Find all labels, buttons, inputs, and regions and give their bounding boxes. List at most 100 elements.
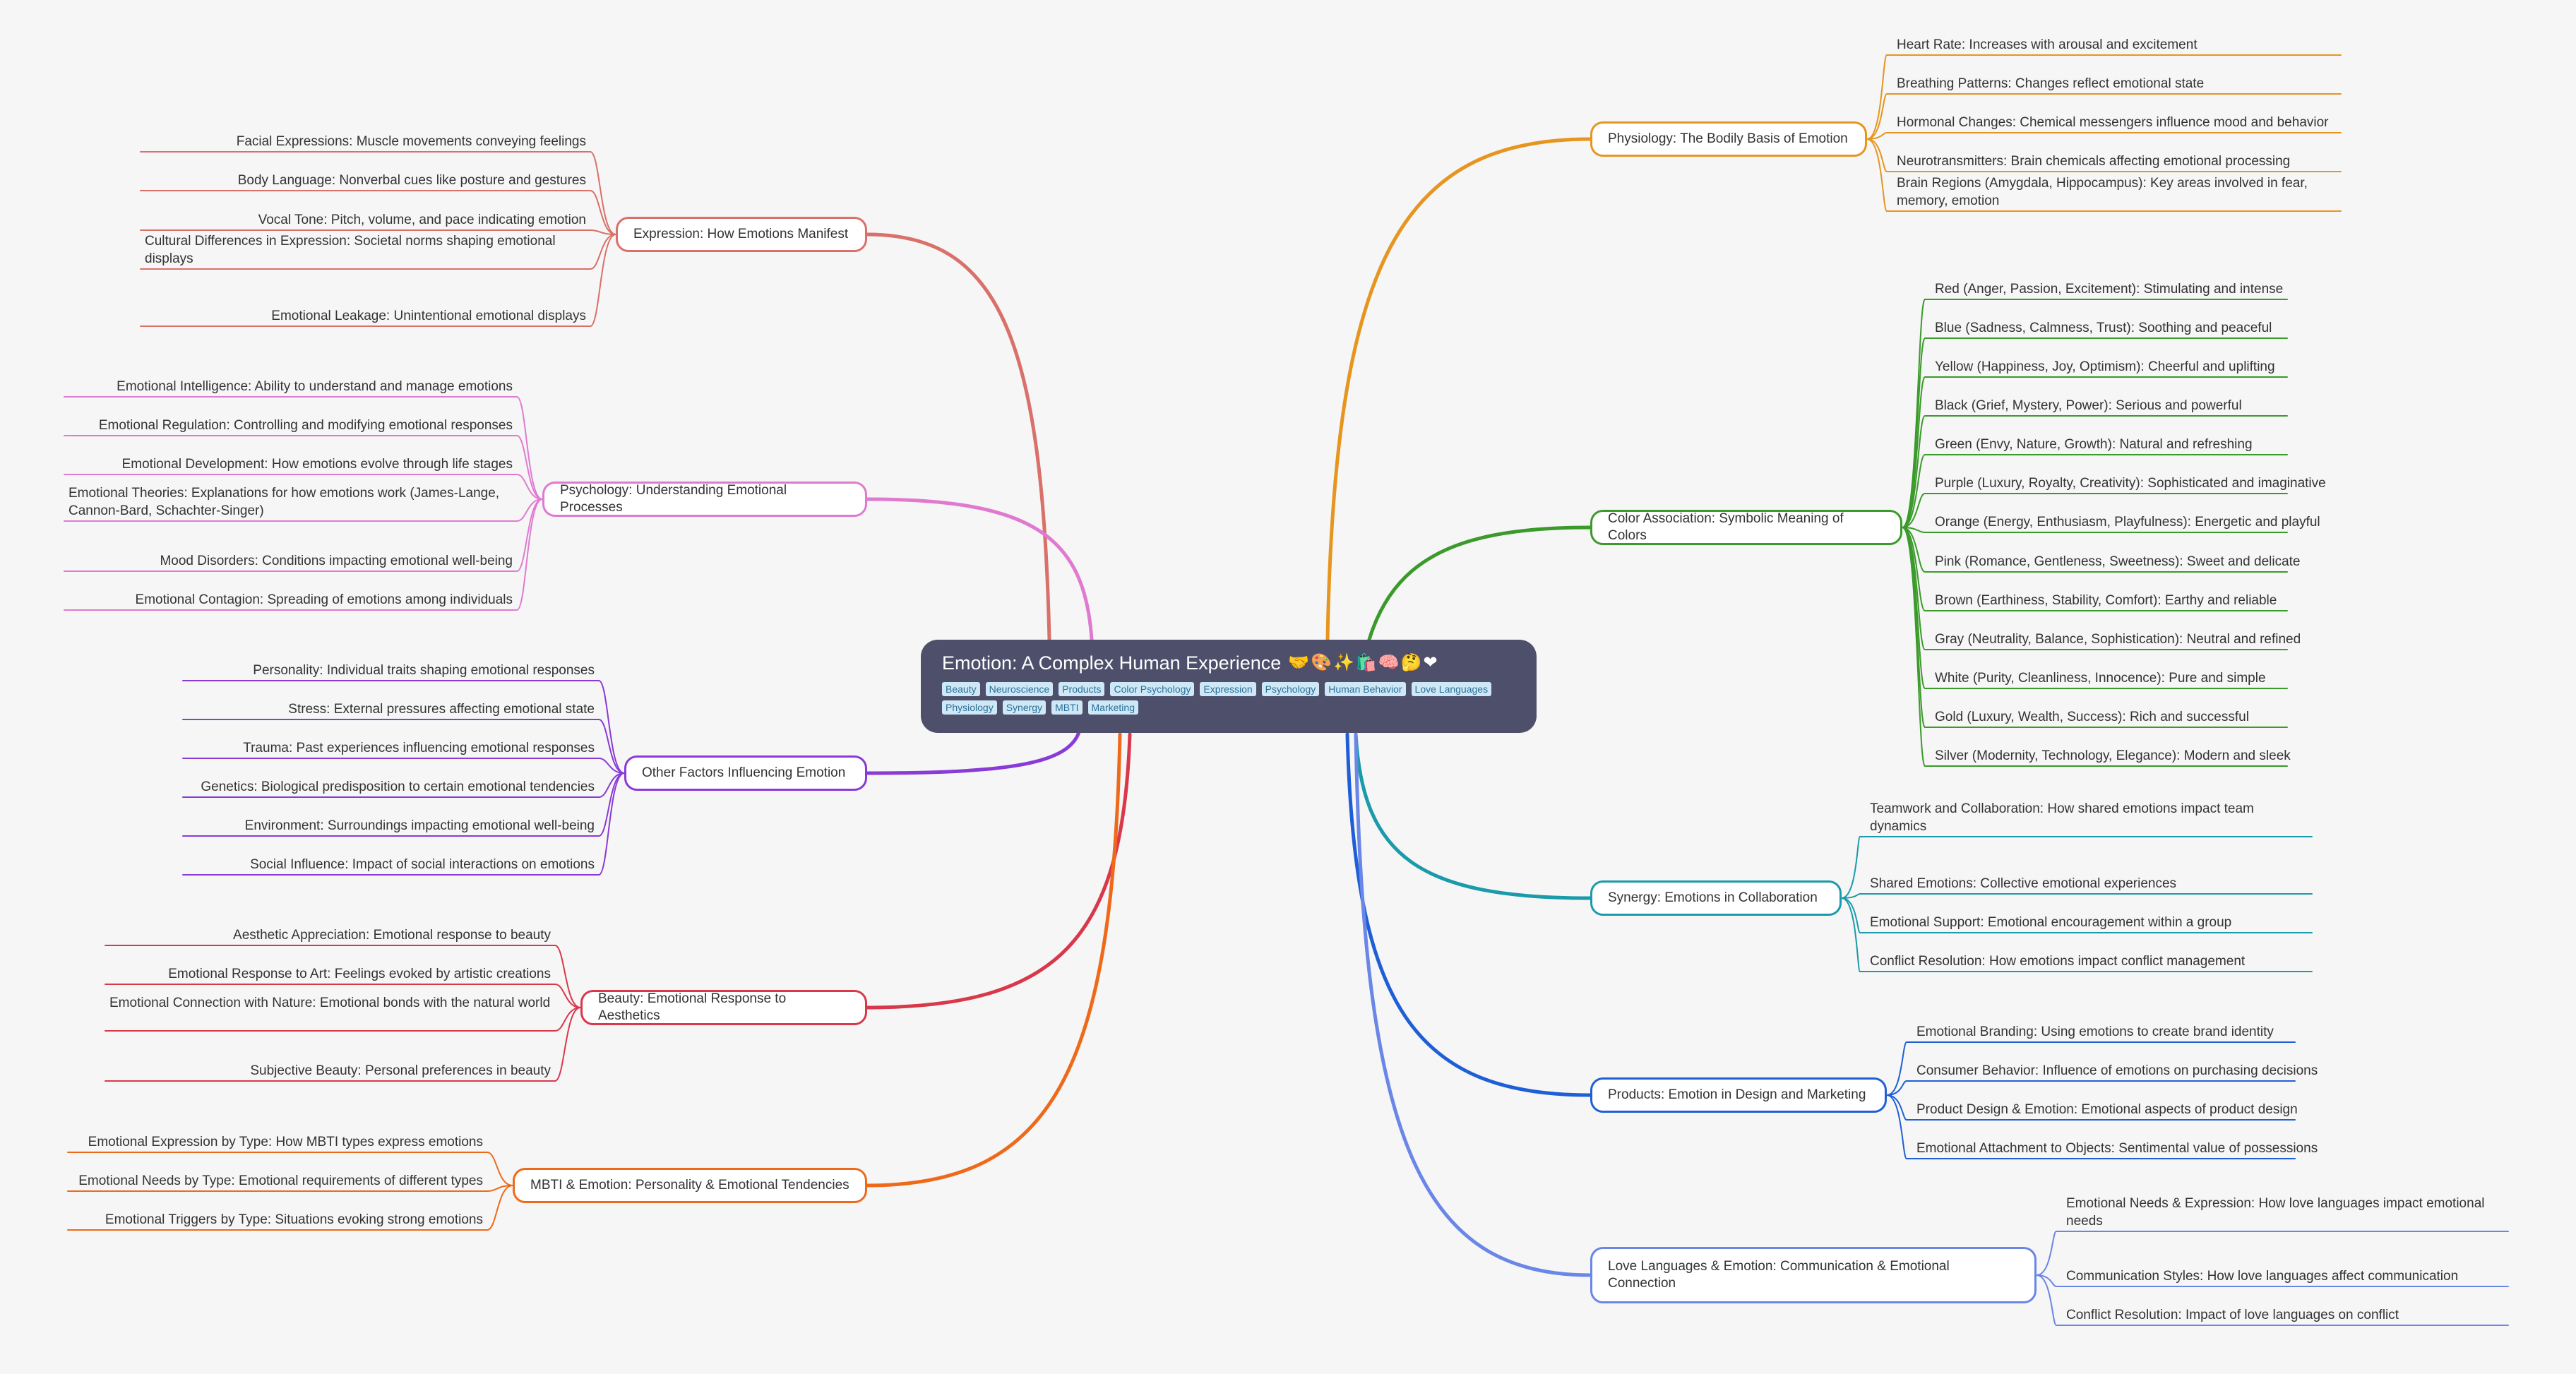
- branch-node-color[interactable]: Color Association: Symbolic Meaning of C…: [1590, 510, 1902, 545]
- leaf-connector-psychology-1: [516, 435, 543, 500]
- leaf-node-color-5[interactable]: Purple (Luxury, Royalty, Creativity): So…: [1935, 476, 2326, 491]
- leaf-node-synergy-1[interactable]: Shared Emotions: Collective emotional ex…: [1870, 876, 2177, 891]
- leaf-node-other-0[interactable]: Personality: Individual traits shaping e…: [253, 663, 595, 678]
- leaf-connector-beauty-1: [554, 984, 581, 1008]
- root-node[interactable]: Emotion: A Complex Human Experience 🤝🎨✨🛍…: [921, 640, 1537, 733]
- leaf-node-psychology-3[interactable]: Emotional Theories: Explanations for how…: [68, 486, 500, 518]
- leaf-connector-expression-0: [590, 151, 616, 235]
- leaf-node-other-4[interactable]: Environment: Surroundings impacting emot…: [244, 818, 595, 833]
- leaf-node-expression-1[interactable]: Body Language: Nonverbal cues like postu…: [237, 173, 586, 188]
- leaf-node-color-2[interactable]: Yellow (Happiness, Joy, Optimism): Cheer…: [1935, 359, 2275, 374]
- root-title-row: Emotion: A Complex Human Experience 🤝🎨✨🛍…: [942, 650, 1515, 676]
- tag-products[interactable]: Products: [1059, 682, 1105, 696]
- branch-title: Color Association: Symbolic Meaning of C…: [1608, 511, 1844, 543]
- leaf-node-psychology-0[interactable]: Emotional Intelligence: Ability to under…: [117, 379, 513, 394]
- branch-title: Other Factors Influencing Emotion: [642, 765, 846, 780]
- leaf-node-color-3[interactable]: Black (Grief, Mystery, Power): Serious a…: [1935, 398, 2242, 413]
- leaf-node-products-3[interactable]: Emotional Attachment to Objects: Sentime…: [1916, 1141, 2318, 1156]
- leaf-node-mbti-2[interactable]: Emotional Triggers by Type: Situations e…: [105, 1212, 483, 1227]
- tag-expression[interactable]: Expression: [1200, 682, 1256, 696]
- leaf-connector-expression-2: [590, 229, 616, 235]
- leaf-node-beauty-3[interactable]: Subjective Beauty: Personal preferences …: [250, 1063, 551, 1078]
- branch-title: Beauty: Emotional Response to Aesthetics: [598, 991, 787, 1023]
- leaf-node-synergy-3[interactable]: Conflict Resolution: How emotions impact…: [1870, 954, 2246, 969]
- leaf-node-love-1[interactable]: Communication Styles: How love languages…: [2066, 1269, 2459, 1284]
- leaf-node-beauty-1[interactable]: Emotional Response to Art: Feelings evok…: [168, 967, 551, 981]
- connector-root-synergy: [1354, 732, 1592, 900]
- leaf-node-color-8[interactable]: Brown (Earthiness, Stability, Comfort): …: [1935, 593, 2277, 608]
- leaf-node-physiology-4[interactable]: Brain Regions (Amygdala, Hippocampus): K…: [1897, 176, 2308, 208]
- branch-node-other[interactable]: Other Factors Influencing Emotion: [624, 755, 867, 791]
- leaf-node-color-9[interactable]: Gray (Neutrality, Balance, Sophisticatio…: [1935, 632, 2301, 647]
- branch-node-psychology[interactable]: Psychology: Understanding Emotional Proc…: [542, 482, 867, 517]
- connector-root-beauty: [865, 732, 1132, 1010]
- leaf-node-products-0[interactable]: Emotional Branding: Using emotions to cr…: [1916, 1024, 2274, 1039]
- leaf-node-products-1[interactable]: Consumer Behavior: Influence of emotions…: [1916, 1063, 2318, 1078]
- leaf-node-love-2[interactable]: Conflict Resolution: Impact of love lang…: [2066, 1308, 2399, 1322]
- leaf-node-psychology-5[interactable]: Emotional Contagion: Spreading of emotio…: [135, 592, 513, 607]
- branch-node-physiology[interactable]: Physiology: The Bodily Basis of Emotion: [1590, 121, 1867, 157]
- branch-node-beauty[interactable]: Beauty: Emotional Response to Aesthetics: [580, 990, 867, 1025]
- branch-title: Products: Emotion in Design and Marketin…: [1608, 1087, 1866, 1102]
- tag-mbti[interactable]: MBTI: [1051, 700, 1083, 715]
- leaf-node-expression-4[interactable]: Emotional Leakage: Unintentional emotion…: [271, 309, 586, 323]
- leaf-node-synergy-2[interactable]: Emotional Support: Emotional encourageme…: [1870, 915, 2232, 930]
- branch-node-mbti[interactable]: MBTI & Emotion: Personality & Emotional …: [513, 1168, 867, 1203]
- leaf-connector-physiology-1: [1866, 93, 1888, 140]
- leaf-connector-mbti-0: [487, 1152, 513, 1186]
- leaf-node-mbti-1[interactable]: Emotional Needs by Type: Emotional requi…: [78, 1173, 483, 1188]
- leaf-node-color-6[interactable]: Orange (Energy, Enthusiasm, Playfulness)…: [1935, 515, 2320, 530]
- leaf-node-expression-2[interactable]: Vocal Tone: Pitch, volume, and pace indi…: [258, 213, 586, 227]
- leaf-node-beauty-2[interactable]: Emotional Connection with Nature: Emotio…: [109, 996, 551, 1010]
- tag-neuroscience[interactable]: Neuroscience: [985, 682, 1054, 696]
- tag-color-psychology[interactable]: Color Psychology: [1110, 682, 1195, 696]
- leaf-node-beauty-0[interactable]: Aesthetic Appreciation: Emotional respon…: [233, 928, 551, 943]
- leaf-node-mbti-0[interactable]: Emotional Expression by Type: How MBTI t…: [88, 1135, 483, 1149]
- tag-love-languages[interactable]: Love Languages: [1411, 682, 1492, 696]
- tag-beauty[interactable]: Beauty: [942, 682, 980, 696]
- branch-title: Love Languages & Emotion: Communication …: [1608, 1259, 1950, 1291]
- leaf-connector-other-5: [598, 772, 625, 876]
- leaf-node-color-7[interactable]: Pink (Romance, Gentleness, Sweetness): S…: [1935, 554, 2301, 569]
- leaf-node-color-10[interactable]: White (Purity, Cleanliness, Innocence): …: [1935, 671, 2266, 686]
- tag-list: Beauty Neuroscience Products Color Psycholo…: [942, 682, 1507, 715]
- leaf-node-color-0[interactable]: Red (Anger, Passion, Excitement): Stimul…: [1935, 282, 2284, 297]
- leaf-connector-color-4: [1902, 454, 1926, 528]
- leaf-connector-synergy-3: [1841, 897, 1861, 972]
- connector-root-psychology: [865, 497, 1094, 642]
- leaf-node-physiology-2[interactable]: Hormonal Changes: Chemical messengers in…: [1897, 115, 2329, 130]
- leaf-node-psychology-2[interactable]: Emotional Development: How emotions evol…: [121, 457, 513, 472]
- leaf-node-expression-0[interactable]: Facial Expressions: Muscle movements con…: [236, 134, 586, 149]
- leaf-node-color-1[interactable]: Blue (Sadness, Calmness, Trust): Soothin…: [1935, 321, 2272, 335]
- branch-node-love[interactable]: Love Languages & Emotion: Communication …: [1590, 1247, 2037, 1303]
- leaf-node-expression-3[interactable]: Cultural Differences in Expression: Soci…: [145, 234, 556, 266]
- leaf-connector-products-0: [1886, 1041, 1907, 1096]
- leaf-connector-synergy-0: [1841, 836, 1861, 899]
- leaf-connector-color-2: [1902, 376, 1926, 528]
- tag-physiology[interactable]: Physiology: [942, 700, 997, 715]
- leaf-node-psychology-1[interactable]: Emotional Regulation: Controlling and mo…: [98, 418, 513, 433]
- leaf-node-other-2[interactable]: Trauma: Past experiences influencing emo…: [243, 741, 595, 755]
- tag-psychology[interactable]: Psychology: [1261, 682, 1320, 696]
- leaf-node-other-1[interactable]: Stress: External pressures affecting emo…: [288, 702, 595, 717]
- leaf-connector-color-1: [1902, 337, 1926, 528]
- leaf-node-physiology-1[interactable]: Breathing Patterns: Changes reflect emot…: [1897, 76, 2205, 91]
- leaf-node-physiology-0[interactable]: Heart Rate: Increases with arousal and e…: [1897, 37, 2198, 52]
- tag-synergy[interactable]: Synergy: [1002, 700, 1046, 715]
- leaf-node-color-4[interactable]: Green (Envy, Nature, Growth): Natural an…: [1935, 437, 2253, 452]
- leaf-node-love-0[interactable]: Emotional Needs & Expression: How love l…: [2066, 1196, 2485, 1229]
- leaf-node-psychology-4[interactable]: Mood Disorders: Conditions impacting emo…: [160, 554, 513, 568]
- tag-marketing[interactable]: Marketing: [1087, 700, 1138, 715]
- leaf-connector-mbti-2: [487, 1185, 513, 1231]
- branch-node-synergy[interactable]: Synergy: Emotions in Collaboration: [1590, 880, 1842, 916]
- branch-node-products[interactable]: Products: Emotion in Design and Marketin…: [1590, 1077, 1887, 1113]
- leaf-node-color-11[interactable]: Gold (Luxury, Wealth, Success): Rich and…: [1935, 710, 2249, 724]
- branch-node-expression[interactable]: Expression: How Emotions Manifest: [616, 217, 867, 252]
- leaf-node-other-5[interactable]: Social Influence: Impact of social inter…: [250, 857, 595, 872]
- leaf-node-other-3[interactable]: Genetics: Biological predisposition to c…: [201, 779, 595, 794]
- tag-human-behavior[interactable]: Human Behavior: [1325, 682, 1406, 696]
- leaf-node-synergy-0[interactable]: Teamwork and Collaboration: How shared e…: [1870, 801, 2254, 834]
- leaf-node-physiology-3[interactable]: Neurotransmitters: Brain chemicals affec…: [1897, 154, 2291, 169]
- leaf-node-products-2[interactable]: Product Design & Emotion: Emotional aspe…: [1916, 1102, 2298, 1117]
- leaf-node-color-12[interactable]: Silver (Modernity, Technology, Elegance)…: [1935, 748, 2291, 763]
